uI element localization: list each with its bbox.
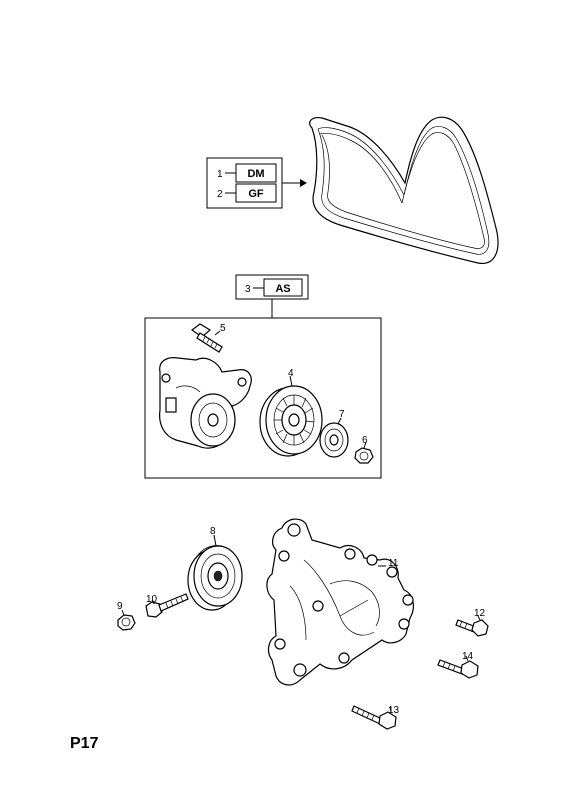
tensioner-assembly[interactable] — [159, 357, 252, 449]
leader-13 — [389, 706, 392, 713]
bolt-12[interactable] — [455, 619, 489, 637]
variant-2-code-box — [235, 183, 277, 203]
bolt-5[interactable] — [190, 323, 223, 353]
callout-8: 8 — [210, 526, 216, 537]
bolt-14[interactable] — [437, 659, 479, 679]
callout-10: 10 — [146, 594, 158, 605]
callout-12: 12 — [474, 608, 486, 619]
callout-13: 13 — [388, 705, 400, 716]
drive-belt[interactable] — [309, 116, 499, 264]
leader-4 — [289, 375, 293, 387]
pulley-4[interactable] — [259, 385, 323, 457]
callout-9: 9 — [117, 601, 123, 612]
callout-7: 7 — [339, 409, 345, 420]
bracket-11[interactable] — [266, 518, 414, 686]
variant-box-1-frame — [206, 157, 283, 209]
leader-14 — [465, 655, 469, 662]
variant-2-code: GF — [248, 188, 264, 200]
leader-9 — [121, 609, 125, 616]
washer-7[interactable] — [319, 422, 349, 458]
bolt-13[interactable] — [351, 705, 397, 730]
variant-box-1: 1 DM 2 GF — [206, 157, 307, 209]
variant-1-code: DM — [247, 168, 264, 180]
page-id: P17 — [70, 735, 99, 752]
leader-7 — [337, 417, 342, 425]
variant-3-code: AS — [275, 283, 290, 295]
variant-3-number: 3 — [245, 284, 251, 295]
leader-10 — [151, 599, 155, 605]
variant-box-2: 3 AS — [235, 274, 309, 318]
callout-5: 5 — [220, 323, 226, 334]
variant-1-code-box — [235, 163, 277, 183]
leader-8 — [213, 534, 217, 547]
callout-4: 4 — [288, 368, 294, 379]
tensioner-group-frame — [144, 317, 382, 479]
variant-3-code-box — [263, 278, 303, 297]
leader-6 — [363, 441, 367, 449]
variant-1-number: 1 — [217, 169, 223, 180]
callout-11: 11 — [388, 558, 399, 569]
idler-pulley-8[interactable] — [187, 545, 243, 611]
leader-5 — [214, 330, 221, 336]
leader-12 — [477, 615, 481, 621]
nut-6[interactable] — [354, 447, 374, 464]
bolt-10[interactable] — [145, 593, 189, 618]
variant-2-number: 2 — [217, 189, 223, 200]
callout-6: 6 — [362, 435, 368, 446]
nut-9[interactable] — [117, 614, 136, 631]
callout-14: 14 — [462, 651, 474, 662]
